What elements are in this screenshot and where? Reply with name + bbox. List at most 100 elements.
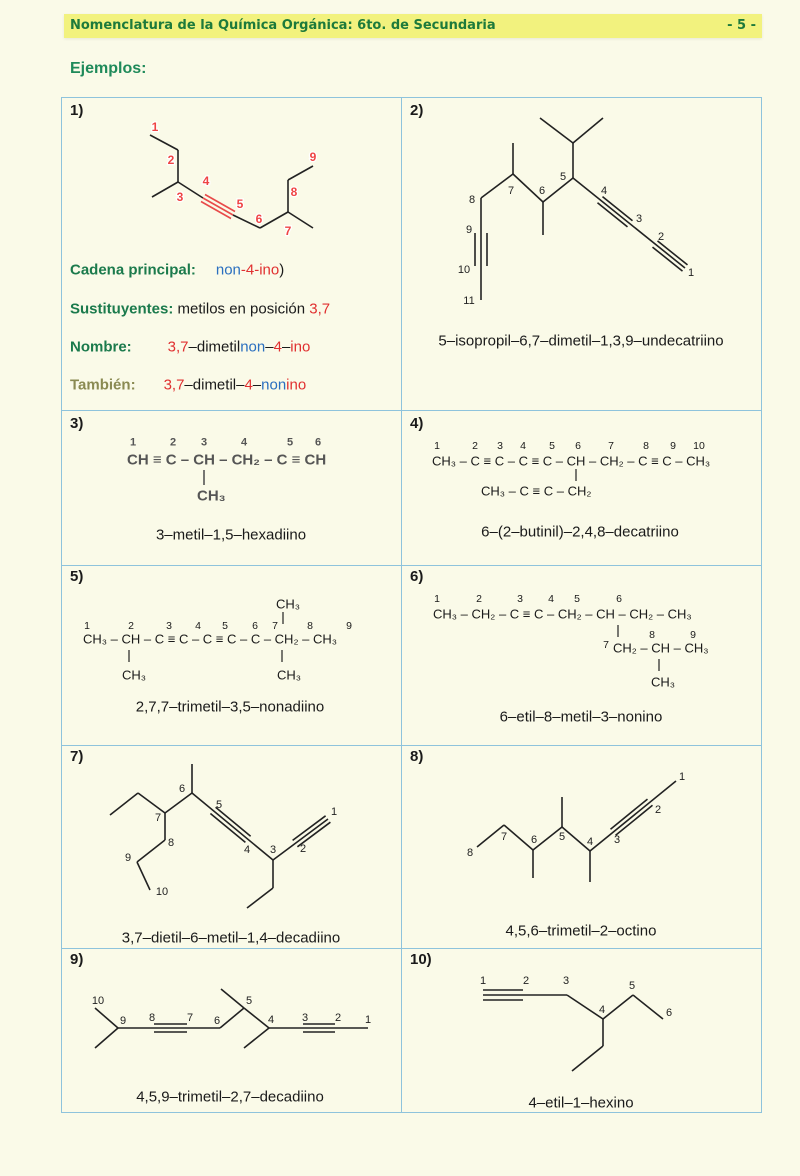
carbon-number: 8: [643, 439, 649, 452]
name-part: –: [265, 338, 274, 356]
tambien: También:3,7–dimetil–4–nonino: [70, 378, 306, 393]
carbon-number: 6: [314, 436, 322, 449]
carbon-number: 9: [346, 619, 352, 632]
carbon-number: 9: [466, 224, 472, 236]
example-number: 6): [410, 568, 424, 585]
carbon-number: 9: [690, 628, 696, 641]
carbon-number: 4: [240, 436, 248, 449]
sust-positions: 3,7: [309, 300, 331, 318]
name-part: –dimetil–: [184, 376, 245, 394]
name-part: 3,7: [163, 376, 185, 394]
carbon-number: 1: [679, 771, 685, 783]
carbon-number: 6: [214, 1015, 220, 1027]
compound-name: 3–metil–1,5–hexadiino: [155, 526, 307, 544]
condensed-formula: CH ≡ C – CH – CH₂ – C ≡ CH: [127, 451, 327, 469]
carbon-number: 3: [614, 834, 620, 846]
name-part: non: [261, 376, 287, 394]
skeletal-structure-9: 1 2 3 4 5 6 7 8 9 10: [92, 988, 371, 1049]
carbon-number: 10: [156, 886, 168, 898]
compound-name: 6–(2–butinil)–2,4,8–decatriino: [481, 523, 679, 541]
example-number: 1): [70, 102, 84, 119]
carbon-number: 8: [469, 194, 475, 206]
carbon-number: 6: [616, 592, 622, 605]
carbon-number: 4: [244, 844, 250, 856]
carbon-number: 2: [169, 436, 177, 449]
condensed-formula: CH₃ – CH – C ≡ C – C ≡ C – C – CH₂ – CH₃: [83, 631, 338, 647]
name-part: –: [252, 376, 262, 394]
carbon-number: 8: [168, 837, 174, 849]
example-number: 8): [410, 748, 424, 765]
carbon-number: 2: [300, 843, 306, 855]
carbon-number: 5: [574, 592, 580, 605]
carbon-number: 5: [216, 799, 222, 811]
carbon-number: 1: [129, 436, 137, 449]
skeletal-structure-10: 1 2 3 4 5 6: [480, 975, 672, 1072]
name-part: –: [281, 338, 291, 356]
carbon-number: 3: [636, 213, 642, 225]
carbon-number: 7: [608, 439, 614, 452]
name-part: ino: [286, 376, 307, 394]
carbon-number: 1: [152, 120, 159, 134]
skeletal-structure-7: 1 2 3 4 5 6 7 8 9 10: [109, 764, 337, 909]
sust-label: Sustituyentes:: [70, 300, 174, 318]
carbon-number: 9: [670, 439, 676, 452]
carbon-number: 3: [302, 1012, 308, 1024]
branch-formula: CH₃: [197, 487, 226, 505]
example-number: 5): [70, 568, 84, 585]
condensed-formula: CH₃ – CH₂ – C ≡ C – CH₂ – CH – CH₂ – CH₃: [433, 606, 692, 622]
compound-name: 4–etil–1–hexino: [528, 1094, 634, 1112]
compound-name: 6–etil–8–metil–3–nonino: [499, 708, 663, 726]
branch-formula: CH₃: [651, 674, 676, 690]
name-part: 4: [273, 338, 282, 356]
skeletal-structure-8: 1 2 3 4 5 6 7 8: [467, 771, 685, 882]
carbon-number: 1: [331, 806, 337, 818]
carbon-number: 3: [497, 439, 503, 452]
carbon-number: 6: [539, 185, 545, 197]
carbon-number: 5: [629, 980, 635, 992]
carbon-number: 8: [149, 1012, 155, 1024]
name-part: non: [240, 338, 266, 356]
carbon-number: 6: [575, 439, 581, 452]
carbon-number: 2: [128, 619, 134, 632]
carbon-number: 8: [291, 185, 298, 199]
carbon-number: 7: [285, 224, 292, 238]
carbon-number: 4: [587, 836, 593, 848]
carbon-number: 6: [666, 1007, 672, 1019]
carbon-number: 10: [92, 995, 104, 1007]
carbon-number: 1: [434, 592, 440, 605]
carbon-number: 5: [286, 436, 294, 449]
carbon-number: 3: [166, 619, 172, 632]
carbon-number: 5: [246, 995, 252, 1007]
carbon-number: 1: [480, 975, 486, 987]
example-number: 4): [410, 415, 424, 432]
carbon-number: 10: [458, 264, 470, 276]
header-title: Nomenclatura de la Química Orgánica: 6to…: [70, 18, 496, 33]
carbon-number: 5: [222, 619, 228, 632]
compound-name: 4,5,9–trimetil–2,7–decadiino: [136, 1088, 324, 1106]
chain-suffix: -4-ino: [240, 261, 280, 279]
carbon-number: 7: [603, 638, 609, 651]
carbon-number: 5: [549, 439, 555, 452]
chain-root: non: [215, 261, 241, 279]
carbon-number: 4: [195, 619, 201, 632]
sub-chain-formula: CH₂ – CH – CH₃: [613, 640, 709, 656]
page-number: - 5 -: [727, 18, 756, 33]
condensed-formula: CH₃ – C ≡ C – C ≡ C – CH – CH₂ – C ≡ C –…: [432, 453, 711, 469]
chain-paren: ): [279, 261, 285, 279]
carbon-number: 2: [523, 975, 529, 987]
carbon-number: 9: [310, 150, 317, 164]
carbon-number: 7: [501, 831, 507, 843]
carbon-number: 1: [365, 1014, 371, 1026]
carbon-number: 7: [508, 185, 514, 197]
carbon-number: 4: [203, 174, 210, 188]
carbon-number: 4: [520, 439, 526, 452]
carbon-number: 1: [84, 619, 90, 632]
sustituyentes: Sustituyentes: metilos en posición 3,7: [70, 302, 330, 317]
carbon-number: 3: [563, 975, 569, 987]
compound-name: 5–isopropil–6,7–dimetil–1,3,9–undecatrii…: [438, 332, 724, 350]
carbon-number: 9: [125, 852, 131, 864]
carbon-number: 4: [601, 185, 607, 197]
branch-formula: CH₃: [277, 667, 302, 683]
example-number: 10): [410, 951, 432, 968]
